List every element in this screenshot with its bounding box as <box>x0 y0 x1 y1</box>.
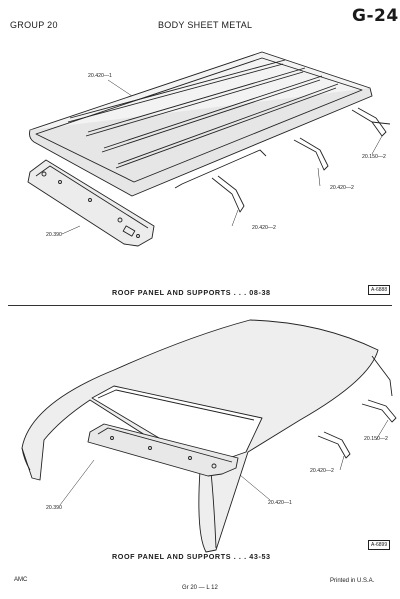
roof-panel-1-drawing <box>29 51 373 197</box>
roof-panel-2-drawing <box>21 319 393 553</box>
footer-right: Printed in U.S.A. <box>330 578 375 584</box>
group-label: GROUP 20 <box>10 20 58 30</box>
header-bow-2-drawing <box>87 423 239 477</box>
callout-support-a: 20.420—2 <box>252 225 276 231</box>
figure-1-caption: ROOF PANEL AND SUPPORTS . . . 08-38 <box>112 288 271 297</box>
callout-header-bow-2: 20.390 <box>46 505 62 511</box>
callout-roof-panel: 20.420—1 <box>88 73 112 79</box>
callout-support-b: 20.420—2 <box>330 185 354 191</box>
callout-header-bow: 20.390 <box>46 232 62 238</box>
figure-2-ref: A-6899 <box>368 540 391 550</box>
figure-1-ref: A-6888 <box>368 285 391 295</box>
footer-left: AMC <box>14 577 28 583</box>
header-bow-1-drawing <box>27 159 155 247</box>
roof-supports-2-drawing <box>317 399 397 459</box>
callout-support-2: 20.420—2 <box>310 468 334 474</box>
figure-divider <box>8 305 392 306</box>
page-number: G-24 <box>352 6 399 26</box>
callout-roof-panel-2: 20.420—1 <box>268 500 292 506</box>
callout-rear-support: 20.150—2 <box>362 154 386 160</box>
figure-2-caption: ROOF PANEL AND SUPPORTS . . . 43-53 <box>112 552 271 561</box>
callout-leaders <box>59 79 389 506</box>
section-title: BODY SHEET METAL <box>158 20 253 30</box>
roof-supports-1-drawing <box>211 107 391 213</box>
footer-center: Gr 20 — L 12 <box>182 585 218 591</box>
callout-rear-support-2: 20.150—2 <box>364 436 388 442</box>
